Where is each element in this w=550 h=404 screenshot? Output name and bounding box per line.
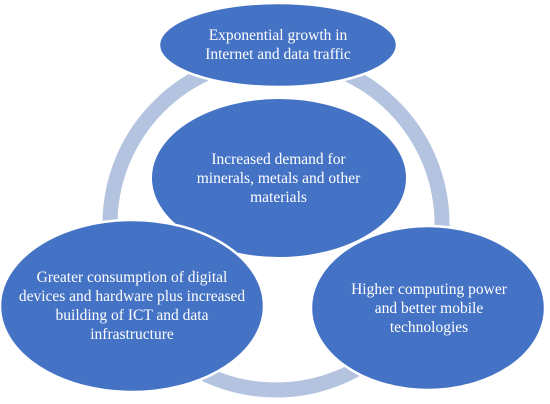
node-top-shape (157, 1, 399, 89)
node-center-shape (150, 97, 408, 259)
node-right-shape (309, 224, 547, 392)
node-right-label: Higher computing power and better mobile… (351, 280, 507, 336)
node-top-label: Exponential growth in Internet and data … (205, 27, 351, 63)
node-left-shape (0, 218, 266, 394)
node-left-label: Greater consumption of digital devices a… (18, 269, 246, 343)
node-center-label: Increased demand for minerals, metals an… (196, 150, 361, 206)
